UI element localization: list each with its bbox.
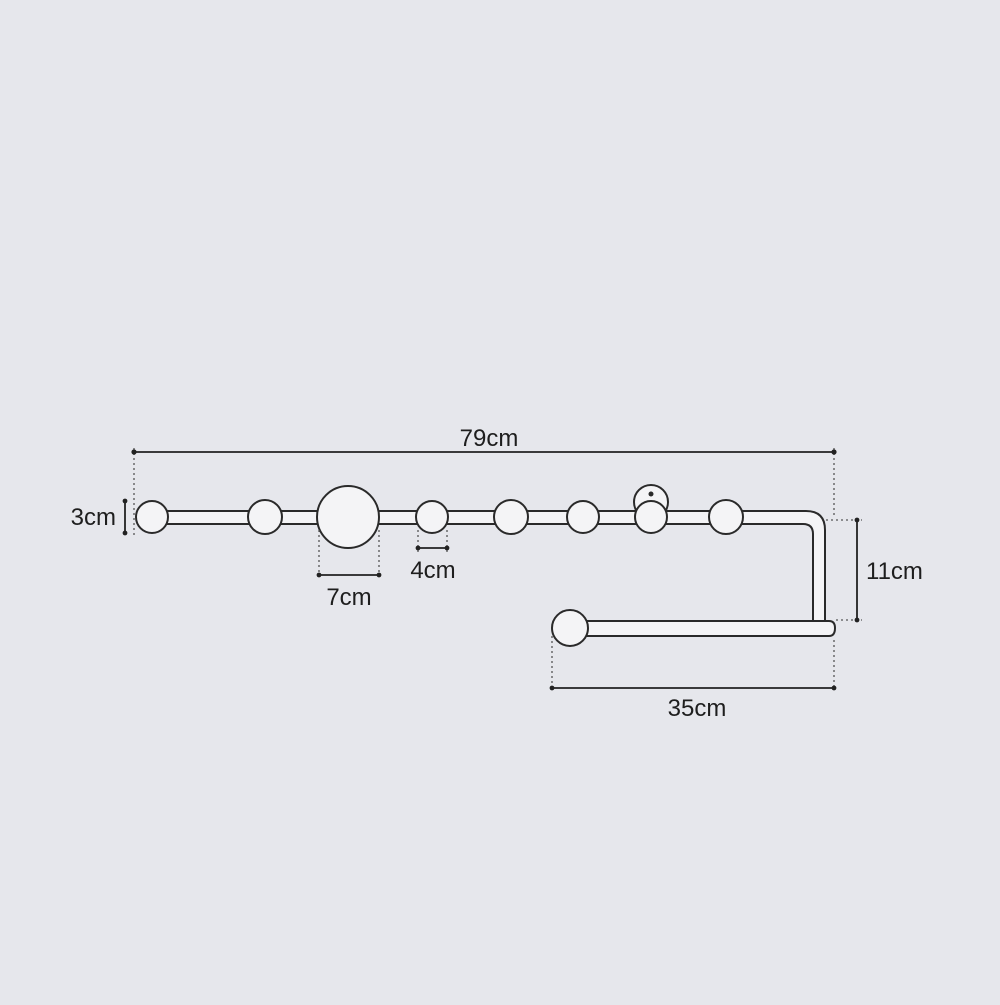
label-total-length: 79cm (460, 425, 519, 452)
label-large-ball: 7cm (326, 584, 371, 611)
coat-rack-drawing (135, 484, 837, 647)
ball-6 (566, 500, 600, 534)
ball-8 (708, 499, 744, 535)
ball-1 (135, 500, 169, 534)
label-ball-height: 3cm (71, 504, 116, 531)
label-small-ball: 4cm (410, 557, 455, 584)
ball-2 (247, 499, 283, 535)
ball-5 (493, 499, 529, 535)
label-drop-height: 11cm (866, 558, 923, 585)
dimension-labels: 79cm 3cm 7cm 4cm 11cm 35cm (71, 425, 923, 722)
extension-lines (133, 448, 862, 690)
ball-4 (415, 500, 449, 534)
lower-bar (567, 620, 837, 637)
ball-large (316, 485, 380, 549)
ball-lower (551, 609, 589, 647)
dimension-lines (122, 449, 860, 691)
wall-mount-screw (648, 491, 654, 497)
label-lower-bar: 35cm (668, 695, 727, 722)
ball-7 (634, 500, 668, 534)
